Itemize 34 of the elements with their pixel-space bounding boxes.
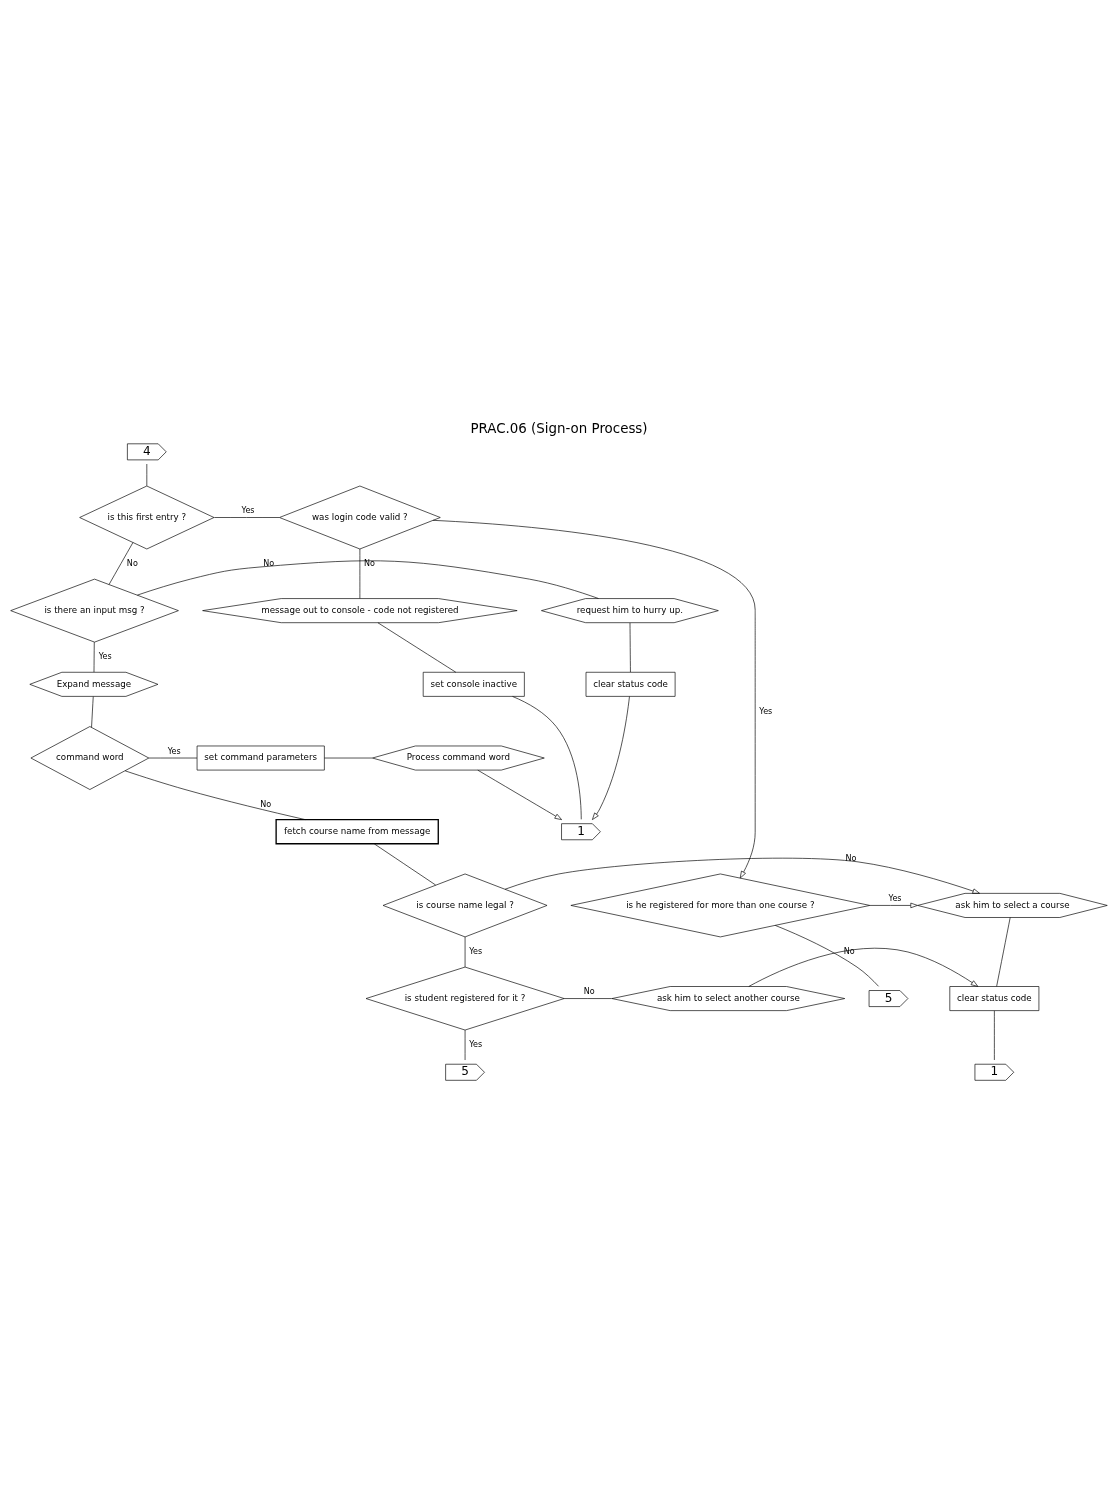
node-diamond: was login code valid ? (279, 485, 441, 550)
arrow (869, 902, 918, 909)
connector (91, 696, 94, 728)
arrow (432, 520, 756, 879)
connector (324, 757, 373, 759)
node-diamond: is there an input msg ? (10, 578, 179, 643)
connector (137, 560, 599, 599)
connector (996, 917, 1011, 987)
connector (563, 998, 613, 999)
diagram-title: PRAC.06 (Sign-on Process) (470, 421, 648, 437)
node-diamond: is course name legal ? (382, 873, 548, 938)
arrow (748, 947, 979, 987)
connector (359, 548, 361, 599)
connector (512, 696, 582, 820)
arrow (477, 769, 562, 820)
connector (213, 517, 280, 518)
node-box: fetch course name from message (275, 819, 439, 845)
connector (377, 622, 457, 673)
arrow (504, 857, 980, 894)
connector (124, 770, 306, 820)
node-diamond: command word (30, 726, 150, 790)
connector (464, 936, 466, 968)
node-box: set console inactive (422, 671, 525, 697)
connector (373, 843, 436, 886)
arrow (592, 696, 630, 820)
node-diamond: is this first entry ? (79, 485, 215, 550)
node-box: clear status code (585, 671, 676, 697)
connector (629, 622, 631, 673)
node-box: clear status code (949, 986, 1040, 1011)
connector (774, 925, 879, 987)
node-box: set command parameters (196, 745, 325, 771)
node-diamond: is he registered for more than one course ? (570, 873, 871, 938)
connector (108, 542, 134, 585)
node-diamond: is student registered for it ? (365, 966, 565, 1031)
